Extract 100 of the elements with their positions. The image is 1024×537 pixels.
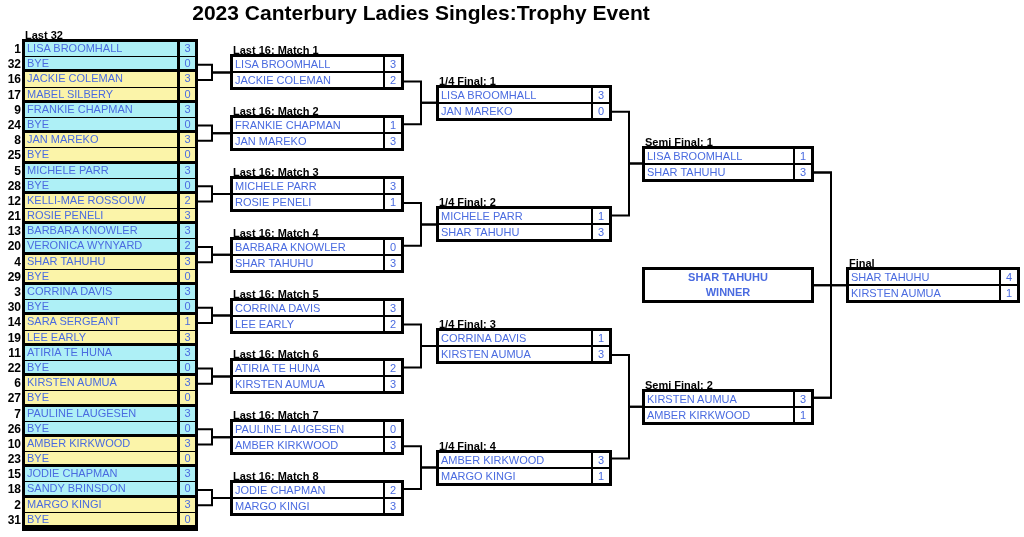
score: 2	[383, 316, 401, 331]
player-name: BYE	[26, 452, 50, 465]
player-name: AMBER KIRKWOOD	[234, 438, 340, 453]
player-name: MARGO KINGI	[26, 497, 103, 512]
player-name: SARA SERGEANT	[26, 315, 121, 330]
seed-number: 18	[7, 482, 21, 497]
player-name: CORRINA DAVIS	[234, 300, 322, 315]
round-heading: Last 16: Match 4	[233, 226, 319, 239]
score: 1	[999, 286, 1017, 301]
seed-number: 23	[7, 452, 21, 467]
player-name: KIRSTEN AUMUA	[26, 376, 118, 391]
seed-number: 29	[7, 269, 21, 284]
player-name: JAN MAREKO	[26, 133, 100, 148]
player-name: KELLI-MAE ROSSOUW	[26, 193, 147, 208]
seed-number: 9	[14, 102, 21, 117]
round-heading: 1/4 Final: 4	[439, 439, 496, 452]
player-name: BYE	[26, 512, 50, 525]
diagram-title: 2023 Canterbury Ladies Singles:Trophy Event	[191, 1, 651, 25]
score: 3	[383, 499, 401, 513]
seed-number: 2	[14, 497, 21, 512]
score: 3	[383, 134, 401, 149]
player-name: BYE	[26, 148, 50, 161]
seed-number: 4	[14, 254, 21, 269]
score: 1	[591, 331, 609, 345]
round-heading: 1/4 Final: 2	[439, 196, 496, 209]
round-heading: Final	[849, 257, 875, 270]
score: 0	[177, 269, 195, 282]
score: 0	[591, 103, 609, 118]
player-name: BYE	[26, 57, 50, 70]
player-name: MARGO KINGI	[234, 499, 311, 513]
player-name: SHAR TAHUHU	[234, 255, 315, 270]
score: 3	[383, 377, 401, 392]
seed-number: 26	[7, 421, 21, 436]
score: 1	[793, 148, 811, 163]
player-name: PAULINE LAUGESEN	[234, 422, 346, 437]
winner-label: WINNER	[705, 285, 751, 301]
round-heading: Semi Final: 1	[645, 135, 713, 148]
score: 2	[383, 483, 401, 497]
seed-number: 28	[7, 178, 21, 193]
score: 2	[177, 239, 195, 252]
seed-number: 17	[7, 87, 21, 102]
player-name: LISA BROOMHALL	[646, 148, 744, 163]
player-name: SHAR TAHUHU	[850, 270, 931, 285]
player-name: LEE EARLY	[26, 330, 88, 343]
player-name: SHAR TAHUHU	[646, 164, 727, 179]
seed-number: 19	[7, 330, 21, 345]
player-name: AMBER KIRKWOOD	[646, 407, 752, 422]
score: 1	[383, 195, 401, 209]
seed-number: 14	[7, 315, 21, 330]
seed-number: 5	[14, 163, 21, 178]
player-name: JACKIE COLEMAN	[234, 73, 332, 88]
player-name: BYE	[26, 269, 50, 282]
player-name: BYE	[26, 360, 50, 374]
score: 0	[177, 300, 195, 313]
score: 3	[383, 300, 401, 315]
seed-number: 7	[14, 406, 21, 421]
player-name: PAULINE LAUGESEN	[26, 406, 138, 421]
score: 3	[793, 391, 811, 406]
score: 0	[177, 391, 195, 404]
player-name: ATIRIA TE HUNA	[26, 345, 114, 360]
round-heading: Last 32	[25, 29, 63, 41]
player-name: KIRSTEN AUMUA	[234, 377, 326, 392]
round-heading: Last 16: Match 2	[233, 105, 319, 118]
score: 2	[383, 361, 401, 376]
seed-number: 24	[7, 117, 21, 132]
player-name: MICHELE PARR	[234, 179, 318, 193]
score: 3	[177, 330, 195, 343]
score: 0	[177, 452, 195, 465]
score: 3	[591, 87, 609, 102]
seed-number: 11	[8, 345, 21, 360]
score: 1	[591, 209, 609, 224]
seed-number: 13	[7, 224, 21, 239]
player-name: KIRSTEN AUMUA	[440, 347, 532, 361]
seed-number: 21	[7, 209, 21, 224]
player-name: CORRINA DAVIS	[26, 285, 114, 299]
seed-number: 16	[7, 72, 21, 87]
score: 0	[177, 178, 195, 191]
player-name: FRANKIE CHAPMAN	[234, 118, 342, 133]
player-name: MARGO KINGI	[440, 468, 517, 483]
score: 3	[591, 225, 609, 240]
score: 0	[177, 512, 195, 525]
player-name: AMBER KIRKWOOD	[26, 436, 132, 451]
winner-name: SHAR TAHUHU	[688, 270, 768, 286]
player-name: SANDY BRINSDON	[26, 482, 127, 495]
player-name: BARBARA KNOWLER	[234, 239, 347, 254]
score: 2	[383, 73, 401, 88]
bracket-line	[403, 223, 437, 247]
score: 3	[383, 255, 401, 270]
seed-number: 8	[14, 133, 21, 148]
round-heading: Semi Final: 2	[645, 378, 713, 391]
score: 0	[177, 421, 195, 434]
player-name: BYE	[26, 391, 50, 404]
score: 1	[383, 118, 401, 133]
bracket-line	[611, 405, 643, 460]
player-name: FRANKIE CHAPMAN	[26, 102, 134, 117]
player-name: LISA BROOMHALL	[26, 42, 124, 56]
score: 3	[383, 438, 401, 453]
score: 4	[999, 270, 1017, 285]
player-name: SHAR TAHUHU	[26, 254, 107, 269]
score: 3	[591, 347, 609, 361]
